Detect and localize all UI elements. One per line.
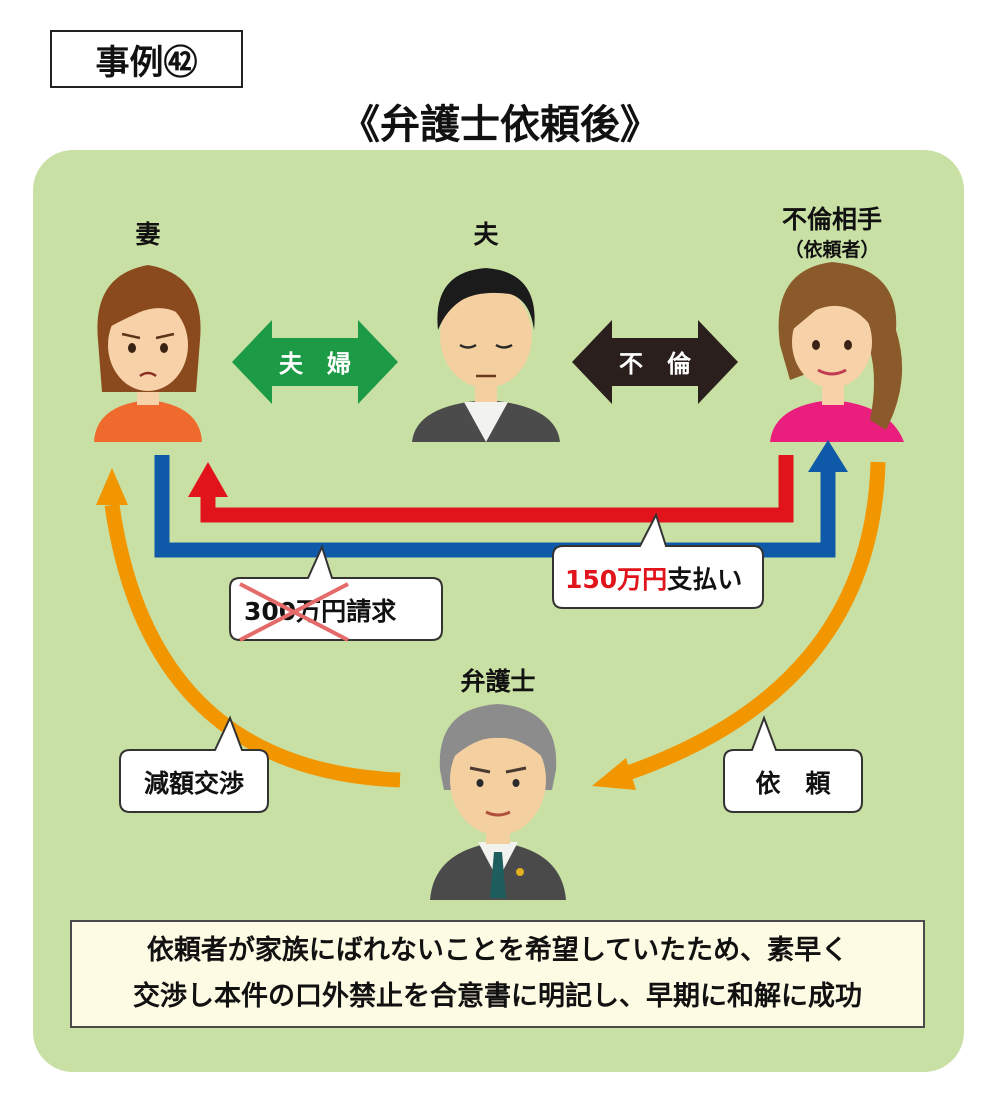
svg-text:150万円支払い: 150万円支払い (565, 565, 742, 594)
svg-text:300万円請求: 300万円請求 (244, 597, 396, 626)
couple-arrow-label: 夫 婦 (279, 350, 351, 378)
negotiation-arrow (96, 468, 401, 788)
couple-arrow: 夫 婦 (232, 320, 398, 404)
claim-suffix: 請求 (346, 597, 396, 626)
case-label: 事例㊷ (50, 30, 243, 88)
affair-arrow: 不 倫 (572, 320, 738, 404)
page-title: 《弁護士依頼後》 (340, 102, 660, 148)
negotiation-callout: 減額交渉 (119, 715, 269, 813)
wife-illustration (94, 265, 202, 442)
summary-line-1: 依頼者が家族にばれないことを希望していたため、素早く (146, 935, 849, 966)
payment-arrow (188, 455, 794, 523)
claim-arrow (154, 440, 848, 558)
lover-label: 不倫相手 (782, 205, 882, 234)
lover-sublabel: （依頼者） (784, 238, 879, 261)
summary-box: 依頼者が家族にばれないことを希望していたため、素早く 交渉し本件の口外禁止を合意… (70, 920, 925, 1028)
paid-suffix: 支払い (667, 565, 742, 594)
wife-label: 妻 (135, 220, 160, 249)
lawyer-label: 弁護士 (460, 667, 535, 696)
paid-amount: 150万円 (565, 565, 667, 594)
lover-illustration (770, 262, 904, 442)
husband-illustration (412, 268, 560, 442)
strike-mark (239, 582, 349, 642)
payment-callout: 150万円支払い (552, 512, 764, 609)
husband-label: 夫 (473, 220, 499, 249)
request-arrow (592, 461, 886, 790)
affair-arrow-label: 不 倫 (619, 350, 692, 378)
claim-callout: 300万円請求 (229, 544, 443, 642)
negotiation-label: 減額交渉 (144, 769, 244, 798)
request-callout: 依 頼 (723, 715, 863, 813)
summary-line-2: 交渉し本件の口外禁止を合意書に明記し、早期に和解に成功 (133, 981, 862, 1012)
request-label: 依 頼 (755, 769, 831, 798)
lawyer-illustration (430, 704, 566, 900)
